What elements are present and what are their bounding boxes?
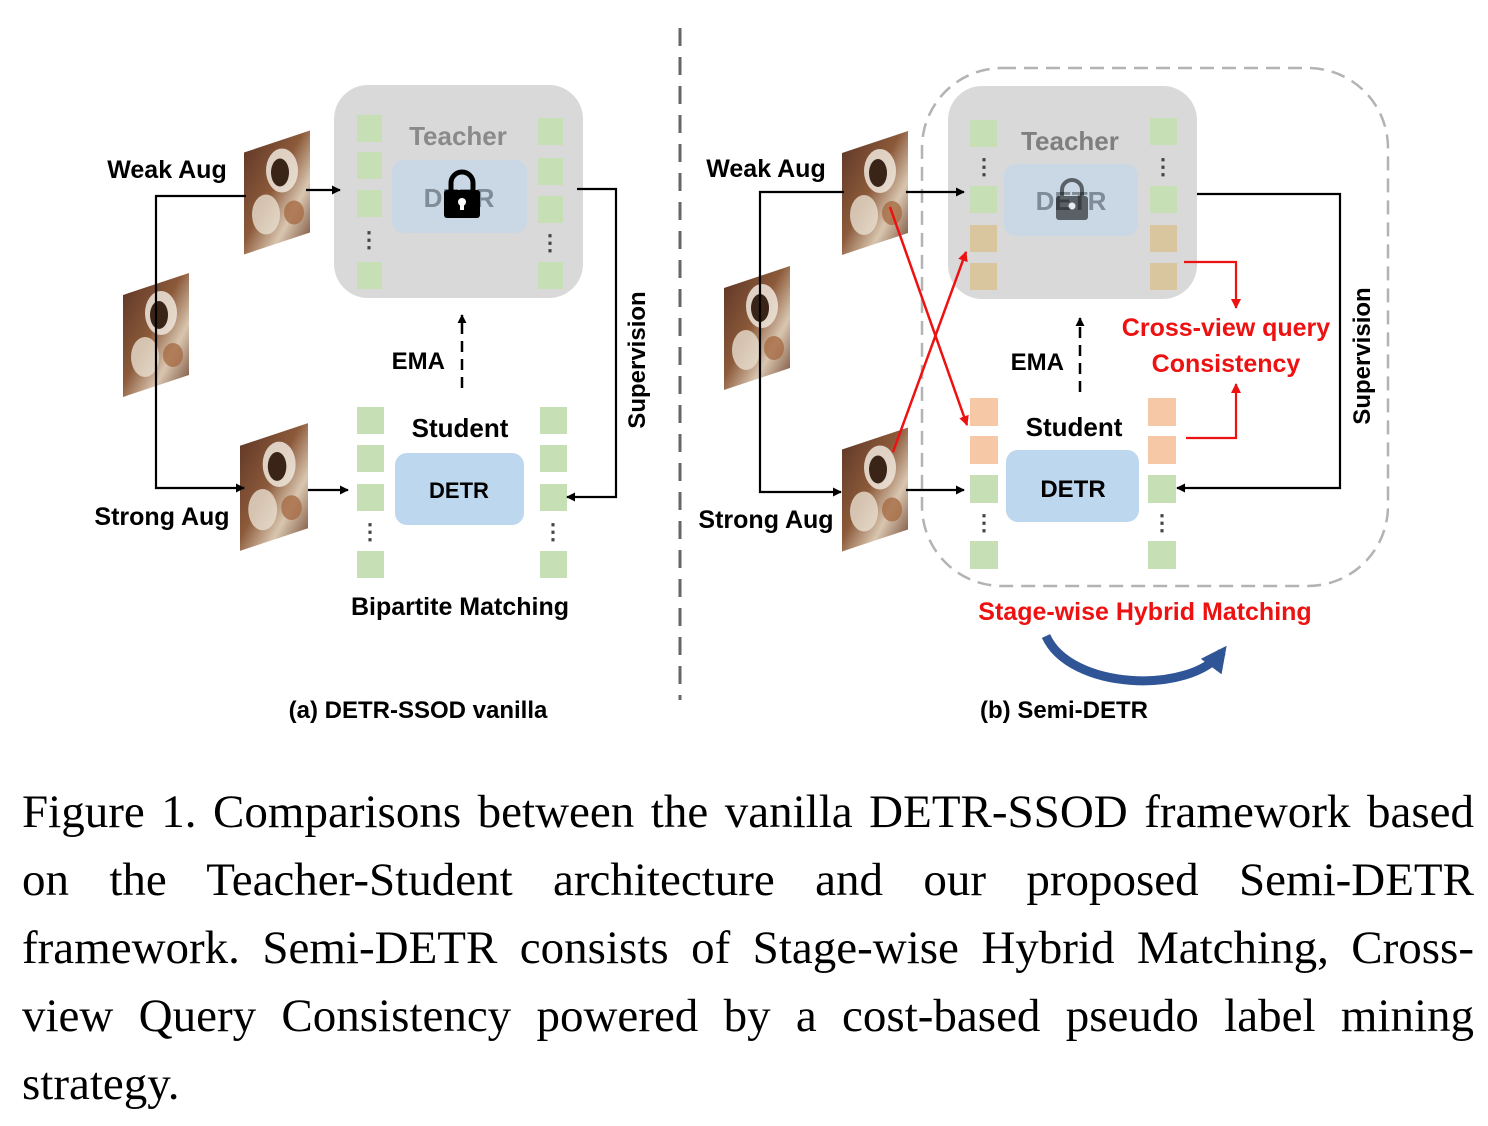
student-detr-label: DETR (429, 478, 489, 503)
food-image-thumbnail (244, 130, 310, 255)
figure-diagram: Teacher DETR ⋮ ⋮ Student DETR (94, 28, 1390, 724)
student-detr-box (395, 453, 524, 525)
food-image-thumbnail (842, 131, 908, 255)
teacher-queries-right (1150, 118, 1177, 290)
matching-label: Stage-wise Hybrid Matching (978, 598, 1311, 626)
student-queries-right (1148, 398, 1176, 569)
lock-icon (444, 169, 480, 218)
matching-label: Bipartite Matching (351, 593, 569, 621)
cross-view-label-line1: Cross-view query (1122, 314, 1331, 342)
supervision-label: Supervision (624, 291, 651, 428)
semi-detr-outline (920, 66, 1390, 588)
svg-text:⋮: ⋮ (973, 154, 995, 179)
stage-switch-arrow (1041, 633, 1227, 686)
teacher-label: Teacher (1021, 126, 1119, 156)
ema-label: EMA (392, 348, 445, 375)
student-label: Student (412, 413, 509, 443)
svg-text:⋮: ⋮ (359, 519, 381, 544)
weak-aug-label: Weak Aug (107, 156, 226, 184)
ema-label: EMA (1011, 349, 1064, 376)
teacher-queries-left (970, 120, 997, 290)
panel-b: Teacher DETR ⋮ ⋮ Student DETR (698, 66, 1390, 724)
food-image-thumbnail (842, 427, 908, 552)
food-image-thumbnail (240, 423, 308, 551)
student-queries-left (970, 398, 998, 569)
panel-b-subtitle: (b) Semi-DETR (980, 697, 1148, 724)
student-queries-right (540, 407, 567, 578)
weak-aug-label: Weak Aug (706, 155, 825, 183)
teacher-label: Teacher (409, 121, 507, 151)
svg-text:⋮: ⋮ (539, 230, 561, 255)
svg-text:⋮: ⋮ (1151, 510, 1173, 535)
strong-aug-label: Strong Aug (698, 506, 833, 534)
panel-a-subtitle: (a) DETR-SSOD vanilla (289, 697, 548, 724)
svg-text:⋮: ⋮ (358, 227, 380, 252)
food-image-thumbnail (724, 266, 790, 390)
student-detr-label: DETR (1040, 476, 1105, 503)
teacher-queries-left (357, 115, 382, 289)
strong-aug-label: Strong Aug (94, 503, 229, 531)
teacher-queries-right (538, 118, 563, 289)
panel-a: Teacher DETR ⋮ ⋮ Student DETR (94, 85, 651, 724)
svg-text:⋮: ⋮ (542, 519, 564, 544)
student-detr-box (1006, 450, 1139, 522)
student-queries-left (357, 407, 384, 578)
student-label: Student (1026, 412, 1123, 442)
lock-icon (1056, 178, 1088, 220)
svg-text:⋮: ⋮ (973, 510, 995, 535)
cross-view-label-line2: Consistency (1152, 350, 1301, 378)
supervision-label: Supervision (1349, 287, 1376, 424)
svg-text:⋮: ⋮ (1152, 154, 1174, 179)
figure-caption: Figure 1. Comparisons between the vanill… (22, 786, 1474, 1110)
